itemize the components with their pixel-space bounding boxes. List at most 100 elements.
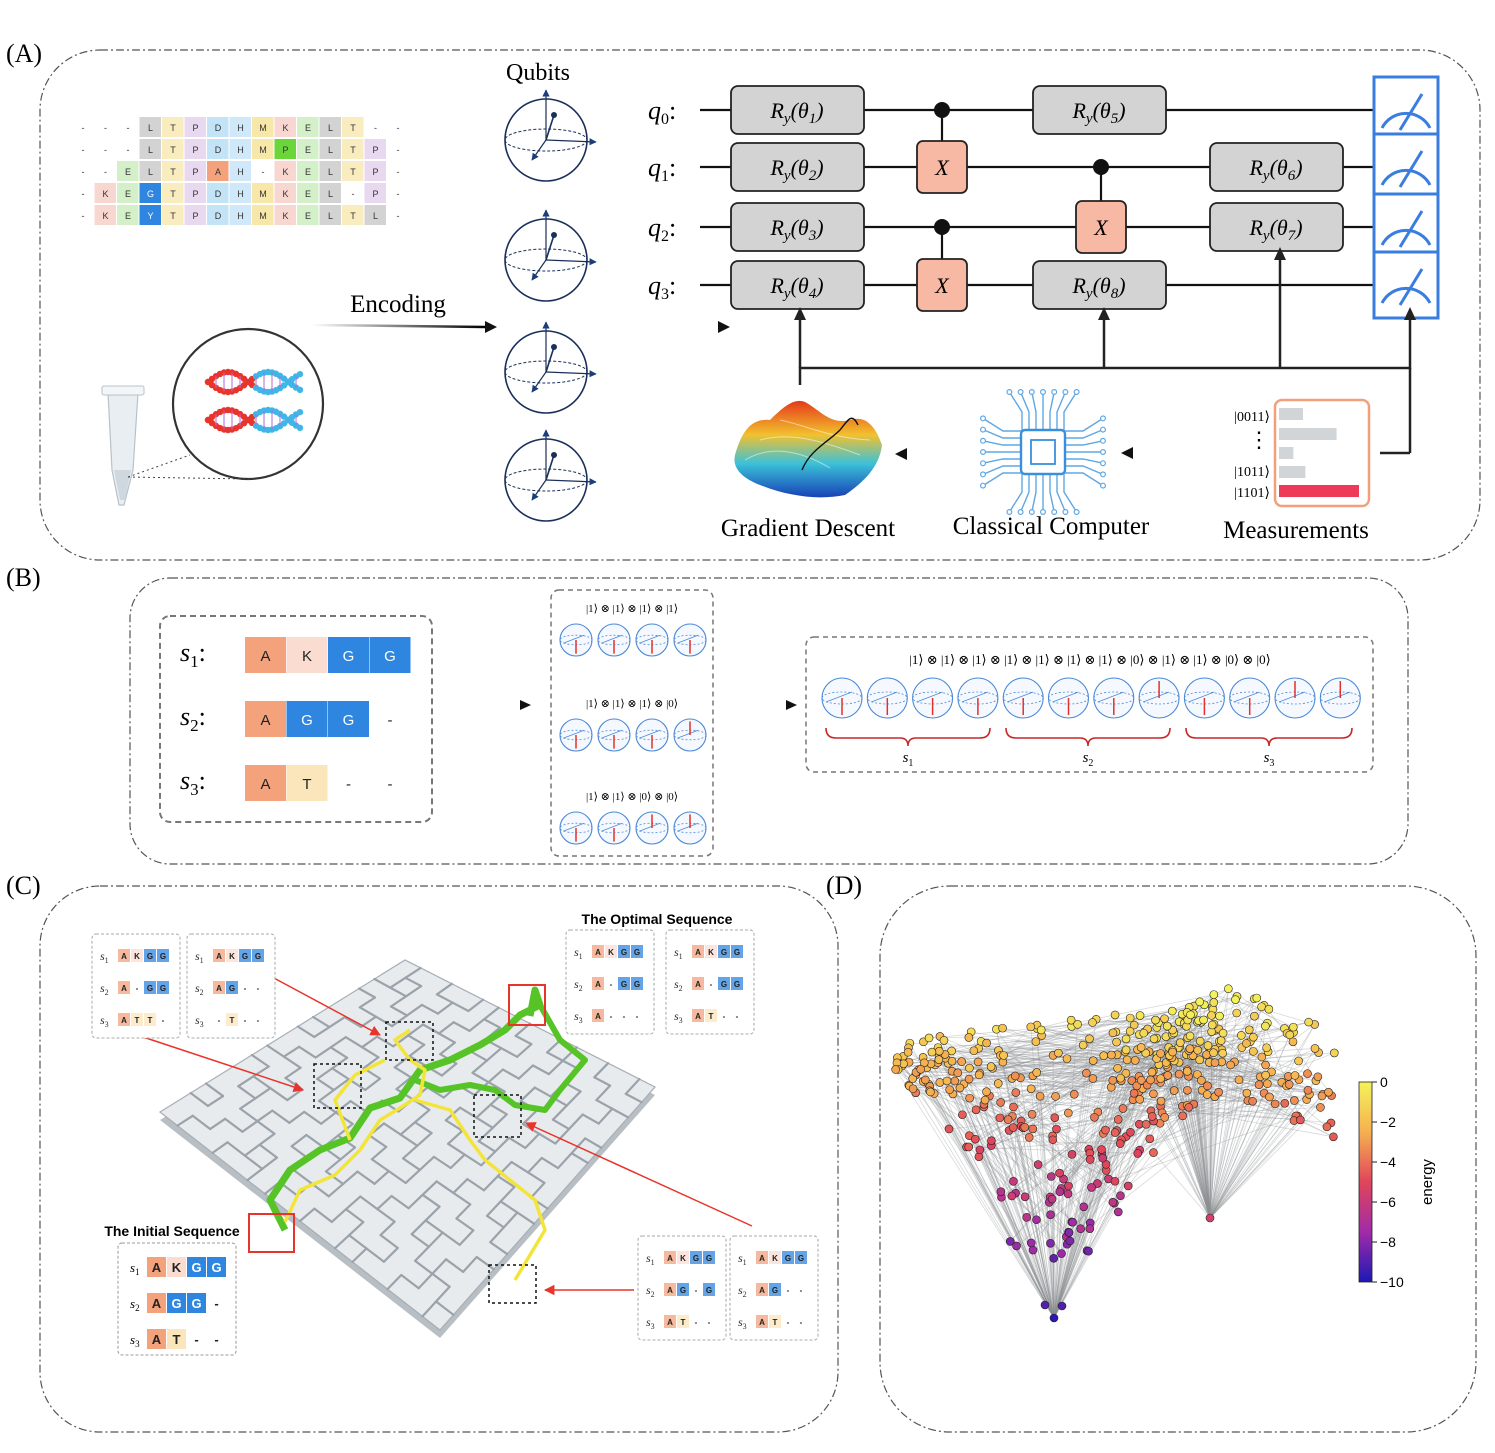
chip-pad — [1051, 389, 1058, 396]
network-edge — [1011, 1195, 1055, 1319]
maze-wall — [358, 996, 377, 1009]
qubit-sphere-axis — [1142, 691, 1170, 703]
maze-wall — [458, 1229, 475, 1246]
pointer-2 — [139, 1035, 304, 1093]
network-node — [1087, 1183, 1096, 1192]
network-node — [1199, 1015, 1208, 1025]
mini-residue: G — [160, 952, 166, 961]
msa-residue: K — [282, 189, 288, 199]
chip-pad — [1099, 437, 1106, 444]
msa-cell — [319, 117, 341, 137]
mini-residue: A — [759, 1254, 765, 1263]
ry-gate-label: Ry(θ1) — [769, 98, 823, 127]
initial-residue: - — [214, 1332, 218, 1347]
msa-cell — [319, 139, 341, 159]
bloch-y-axis — [545, 370, 597, 378]
group-label: s3 — [1264, 750, 1275, 769]
network-node — [1254, 1080, 1264, 1090]
network-node — [1050, 1113, 1060, 1122]
msa-cell — [207, 205, 229, 225]
bloch-state-point — [551, 112, 557, 118]
msa-cell — [139, 117, 161, 137]
network-edge — [1173, 1090, 1211, 1219]
network-edge — [1091, 1115, 1298, 1188]
qubit-sphere-axis — [1324, 691, 1351, 703]
qubit-sphere-axis — [1052, 691, 1079, 703]
mini-seq-name: s2 — [674, 977, 683, 993]
network-edge — [970, 1031, 1055, 1319]
chip-pad — [1099, 449, 1106, 456]
network-node — [1129, 1020, 1139, 1030]
maze-wall — [501, 1068, 520, 1080]
network-node — [1063, 1189, 1073, 1199]
maze-wall — [393, 1066, 413, 1079]
residue-letter: A — [260, 648, 270, 665]
maze-wall — [206, 1094, 225, 1108]
network-node — [982, 1038, 991, 1048]
maze-wall — [305, 1133, 325, 1149]
network-node — [1125, 1013, 1135, 1023]
msa-residue: E — [305, 123, 311, 133]
network-node — [1054, 1048, 1063, 1058]
network-node — [1249, 1047, 1258, 1056]
mini-residue: T — [148, 1016, 153, 1025]
mini-residue-cell — [731, 977, 743, 990]
network-edge — [1050, 1050, 1211, 1244]
energy-landscape-network — [891, 984, 1339, 1323]
initial-residue: G — [191, 1260, 201, 1275]
network-node — [1231, 995, 1240, 1004]
maze-wall — [471, 1059, 488, 1074]
mini-residue-cell — [144, 1013, 156, 1026]
residue-cell — [245, 701, 286, 737]
msa-residue: H — [237, 145, 244, 155]
qubit-sphere-axis — [677, 634, 699, 644]
maze-wall — [362, 1056, 380, 1070]
group-brace — [1185, 727, 1353, 747]
initial-seq-name: s3 — [130, 1332, 140, 1349]
mini-residue: - — [162, 1016, 165, 1025]
msa-cell — [184, 117, 206, 137]
msa-residue: E — [125, 211, 131, 221]
maze-wall — [314, 1046, 332, 1059]
network-edge — [1102, 1049, 1127, 1159]
network-edge — [1052, 1135, 1091, 1229]
chip-pad — [979, 482, 986, 489]
network-node — [964, 1074, 974, 1084]
network-edge — [1201, 1090, 1211, 1219]
maze-wall — [237, 1075, 255, 1088]
msa-cell — [229, 117, 251, 137]
qubit-sphere-axis — [601, 634, 623, 644]
msa-cell — [297, 183, 319, 203]
maze-wall — [224, 1117, 244, 1133]
network-node — [995, 1113, 1005, 1123]
mini-residue-cell — [690, 1251, 702, 1264]
maze-wall — [408, 1054, 427, 1067]
maze-wall — [483, 1018, 501, 1029]
residue-letter: - — [388, 712, 393, 729]
maze-wall — [316, 1077, 336, 1092]
chip-body — [1019, 428, 1067, 476]
msa-cell — [117, 161, 139, 181]
network-node — [993, 1079, 1003, 1088]
maze-wall — [298, 1207, 316, 1223]
msa-cell — [207, 139, 229, 159]
mini-residue-cell — [605, 945, 617, 958]
residue-letter: - — [346, 776, 351, 793]
network-node — [1088, 1018, 1097, 1027]
maze-wall — [499, 1200, 519, 1214]
network-edge — [989, 1095, 1014, 1182]
network-edge — [961, 1061, 1167, 1065]
msa-residue: P — [192, 189, 198, 199]
mini-residue-cell — [769, 1283, 781, 1296]
chip-trace — [1031, 391, 1037, 432]
network-node — [964, 1033, 974, 1042]
maze-wall — [444, 1119, 464, 1132]
network-node — [1064, 1181, 1073, 1191]
network-node — [1303, 1085, 1313, 1095]
maze-wall — [266, 1044, 285, 1058]
chip-trace — [1019, 472, 1030, 513]
msa-residue: P — [192, 145, 198, 155]
colorbar-tick-label: 0 — [1380, 1074, 1388, 1090]
chip-trace — [1063, 472, 1078, 513]
